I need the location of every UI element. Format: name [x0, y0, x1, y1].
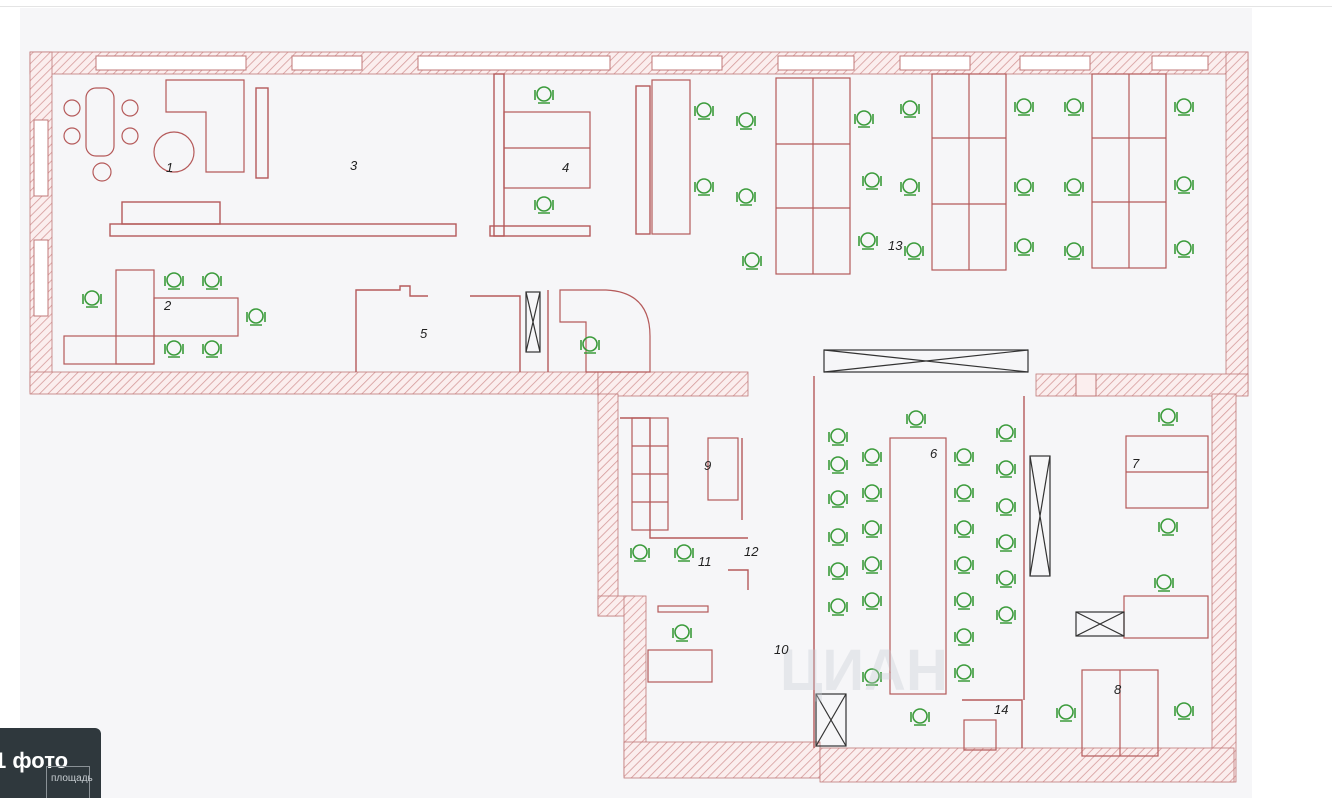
- furniture: [63, 73, 1209, 757]
- photo-thumbnail-caption: площадь: [46, 766, 93, 798]
- room-label-3: 3: [350, 158, 358, 173]
- windows: [33, 55, 1209, 317]
- photo-count-label: 1 фото: [0, 748, 69, 773]
- room-label-10: 10: [774, 642, 789, 657]
- room-label-11: 11: [698, 554, 712, 569]
- brick-chimney: [1075, 373, 1097, 397]
- room-label-7: 7: [1132, 456, 1140, 471]
- room-label-13: 13: [888, 238, 903, 253]
- outer-walls: [29, 51, 1249, 783]
- room-labels: 1 2 3 4 5 6 7 8 9 10 11 12 13 14: [163, 158, 1140, 717]
- photo-count-badge[interactable]: 1 фото площадь: [0, 728, 101, 798]
- room-label-9: 9: [704, 458, 711, 473]
- watermark-text: ЦИАН: [780, 638, 948, 703]
- room-label-5: 5: [420, 326, 428, 341]
- room-label-4: 4: [562, 160, 569, 175]
- room-label-14: 14: [994, 702, 1008, 717]
- shafts: [525, 291, 1125, 747]
- top-divider: [0, 6, 1332, 7]
- room-label-8: 8: [1114, 682, 1122, 697]
- room-label-6: 6: [930, 446, 938, 461]
- room-label-12: 12: [744, 544, 759, 559]
- room-label-1: 1: [166, 160, 173, 175]
- room-label-2: 2: [163, 298, 172, 313]
- interior-partitions: [109, 73, 1025, 748]
